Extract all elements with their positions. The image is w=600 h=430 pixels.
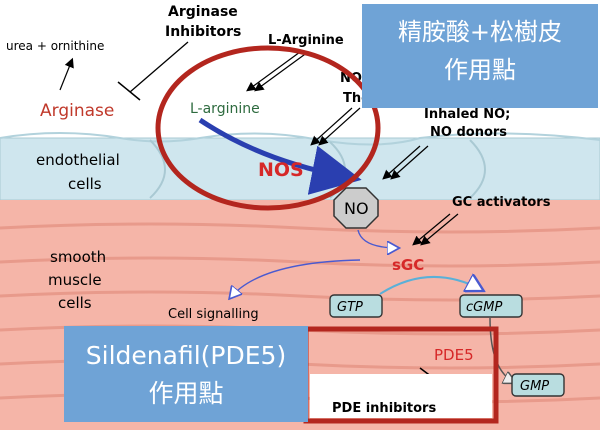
arginine-to-no-arrow [198, 117, 362, 195]
arginase-inhibition-line [129, 41, 189, 93]
nos-label: NOS [258, 159, 304, 181]
cgmp-label: cGMP [466, 300, 502, 315]
arginine-highlight-ellipse [155, 45, 381, 211]
arginase-to-urea-arrow [59, 57, 74, 91]
no-therapy-arrow-2 [318, 107, 361, 146]
arginase-inhibitors-label-1: Arginase [168, 4, 238, 20]
no-octagon: NO [333, 187, 379, 229]
arginine-overlay-line-1: 精胺酸+松樹皮 [398, 18, 562, 46]
pde-inhibitors-label: PDE inhibitors [332, 401, 436, 416]
inhaled-no-label-2: NO donors [430, 125, 507, 140]
gc-activator-arrow-2 [420, 213, 459, 246]
gtp-box: GTP [329, 294, 383, 318]
gmp-box: GMP [511, 373, 565, 397]
sildenafil-overlay-box: Sildenafil(PDE5) 作用點 [64, 326, 308, 422]
arginase-inhibition-bar [117, 81, 141, 101]
sildenafil-overlay-line-1: Sildenafil(PDE5) [86, 341, 286, 370]
no-label: NO [344, 199, 369, 218]
urea-ornithine-label: urea + ornithine [6, 39, 104, 53]
l-arginine-arrow-1 [246, 51, 301, 92]
gmp-label: GMP [520, 379, 549, 394]
inhaled-no-arrow-1 [382, 145, 421, 180]
l-arginine-top-label: L-Arginine [268, 33, 344, 48]
pde-inhibitors-bg [310, 374, 492, 418]
smooth-label-2: muscle [48, 271, 102, 289]
sgc-to-signalling-arrow [230, 259, 361, 298]
cgmp-box: cGMP [459, 294, 523, 318]
arginase-label: Arginase [40, 101, 114, 121]
endothelial-layer [0, 132, 600, 201]
inhaled-no-arrow-2 [390, 145, 429, 180]
gtp-label: GTP [337, 300, 363, 315]
sgc-label: sGC [392, 256, 424, 274]
inhaled-no-label-1: Inhaled NO; [424, 107, 510, 122]
gc-activator-arrow-1 [412, 213, 451, 246]
pde5-label: PDE5 [434, 346, 474, 364]
arginine-overlay-line-2: 作用點 [444, 56, 516, 84]
cell-signalling-label: Cell signalling [168, 307, 259, 322]
l-arginine-arrow-2 [254, 51, 309, 92]
arginase-inhibitors-label-2: Inhibitors [165, 24, 241, 40]
gc-activators-label: GC activators [452, 195, 551, 210]
smooth-label-1: smooth [50, 248, 106, 266]
smooth-label-3: cells [58, 294, 92, 312]
sildenafil-overlay-line-2: 作用點 [148, 379, 223, 408]
endothelial-label-2: cells [68, 175, 102, 193]
arginine-overlay-box: 精胺酸+松樹皮 作用點 [362, 4, 598, 108]
gtp-to-cgmp-arrow [379, 277, 482, 295]
l-arginine-label: L-arginine [190, 101, 260, 117]
no-to-sgc-arrow [357, 229, 398, 248]
endothelial-label-1: endothelial [36, 151, 120, 169]
